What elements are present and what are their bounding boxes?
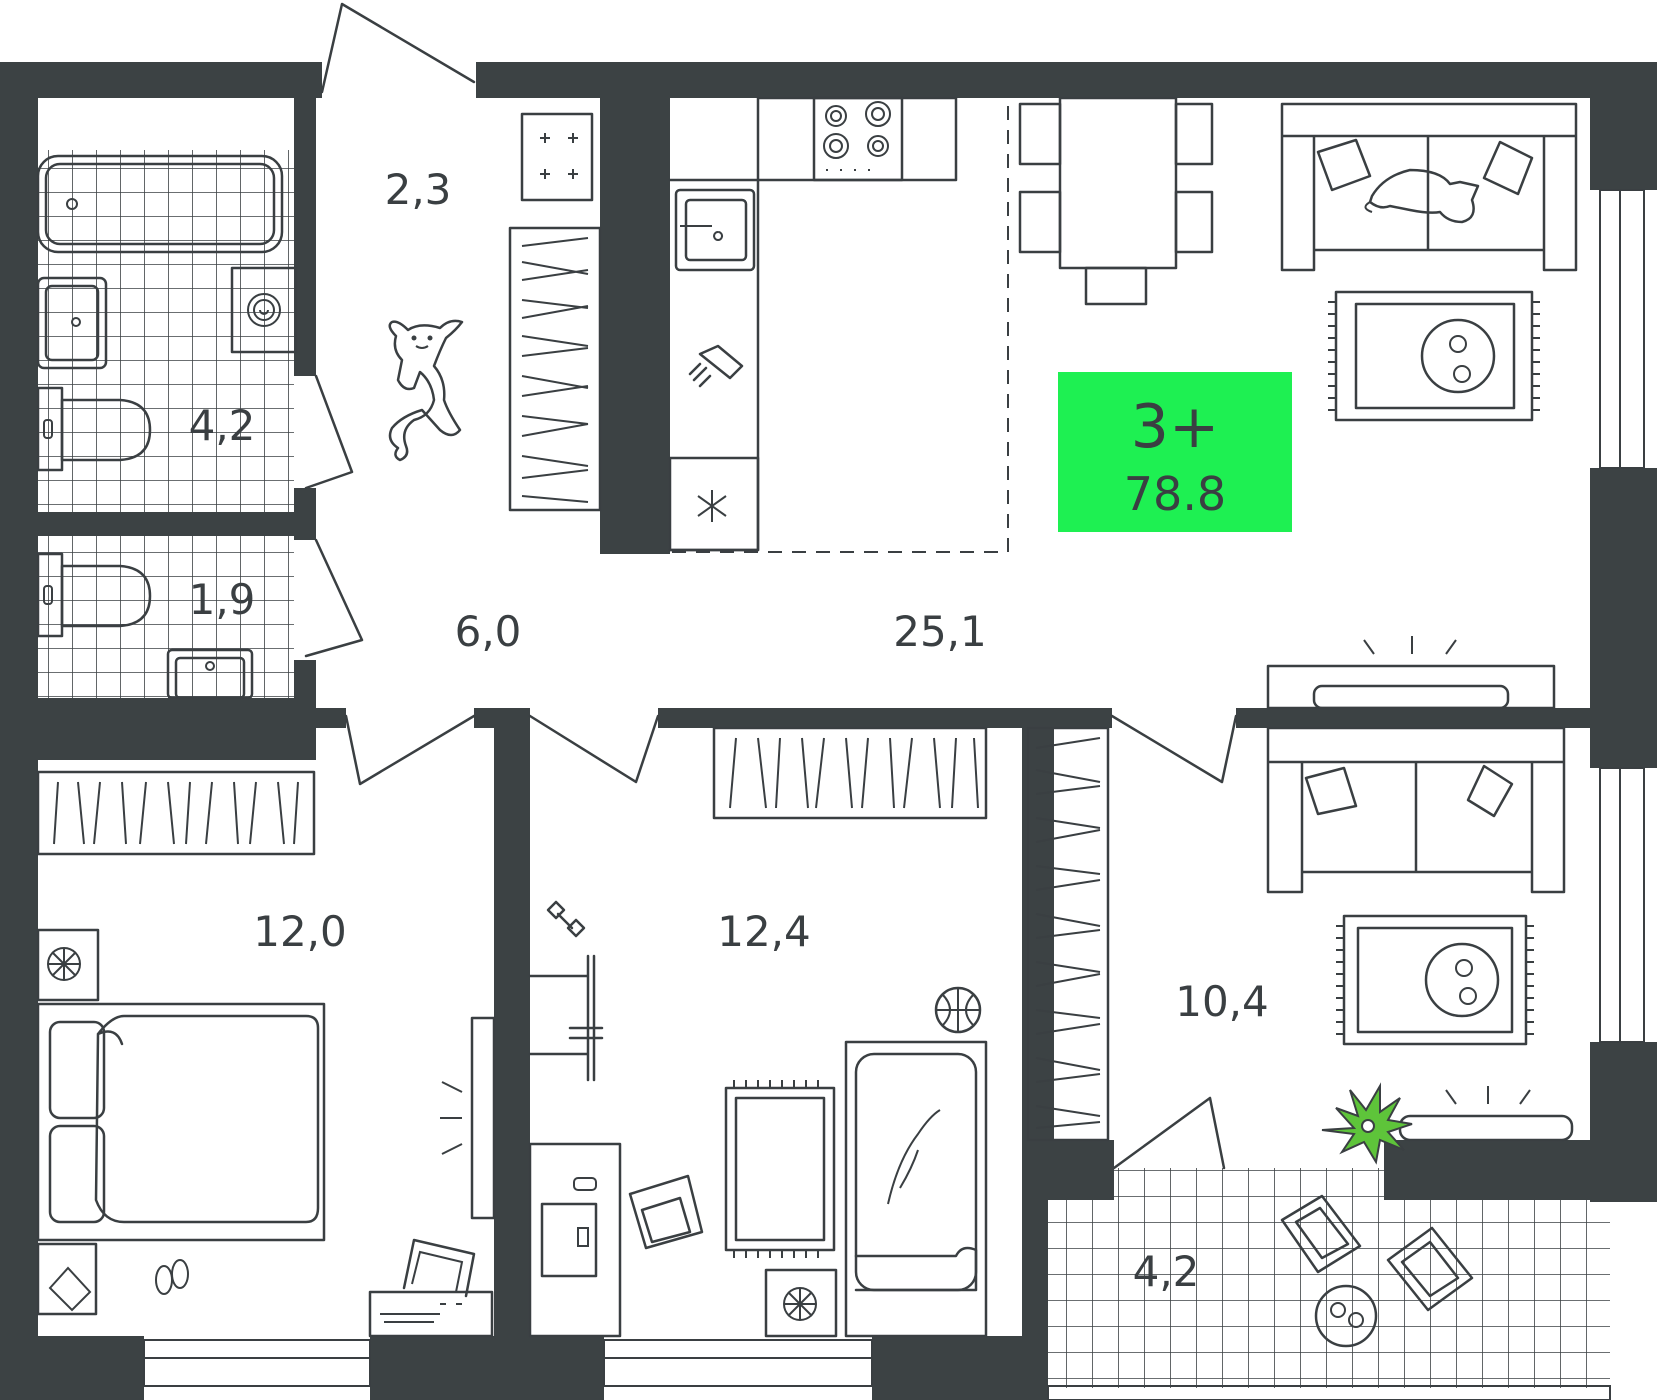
bed-icon <box>844 1040 988 1338</box>
nightstand-icon <box>36 928 100 1002</box>
area-badge: 3+ 78.8 <box>1058 372 1292 532</box>
desk-icon <box>528 1142 622 1338</box>
doors <box>304 2 1238 1170</box>
rug-icon <box>724 1080 836 1258</box>
rug-icon <box>1336 914 1534 1046</box>
wardrobe-icon <box>36 770 316 856</box>
sofa-icon <box>1280 102 1578 272</box>
room-label-wc: 1,9 <box>189 575 256 624</box>
tv-icon <box>440 1016 496 1220</box>
sink-icon <box>36 276 108 370</box>
shoe-cabinet-icon <box>520 112 594 202</box>
sink-icon <box>674 188 756 272</box>
toilet-icon <box>36 386 152 472</box>
armchair-icon <box>1386 1226 1474 1312</box>
nightstand-icon <box>764 1268 838 1338</box>
bed-icon <box>36 1002 326 1242</box>
washing-machine-icon <box>230 266 298 354</box>
nightstand-icon <box>36 1242 98 1316</box>
bathtub-icon <box>36 154 284 254</box>
tiled-floors <box>38 150 1610 1388</box>
dining-table-icon <box>1018 96 1214 306</box>
walls <box>0 62 1657 1400</box>
badge-area: 78.8 <box>1124 467 1226 521</box>
windows <box>143 189 1645 1400</box>
ball-icon <box>934 986 982 1034</box>
fridge-icon <box>668 456 760 552</box>
area-badge-background <box>1058 372 1292 532</box>
tv-icon <box>1398 1086 1574 1142</box>
plant-icon <box>1321 1082 1413 1165</box>
room-labels: 2,3 4,2 1,9 6,0 25,1 12,0 12,4 10,4 4,2 <box>189 165 1269 1296</box>
sofa-icon <box>1266 726 1566 894</box>
desk-icon <box>368 1238 494 1338</box>
coffee-table-icon <box>1314 1284 1378 1348</box>
kitchen-zone-boundary <box>670 106 1009 553</box>
room-label-vestibule: 2,3 <box>385 165 452 214</box>
toilet-icon <box>36 552 152 638</box>
wardrobe-icon <box>508 226 602 512</box>
sink-icon <box>166 648 254 700</box>
tv-icon <box>1266 636 1556 710</box>
dumbbell-icon <box>546 900 586 938</box>
rug-icon <box>1328 290 1540 422</box>
badge-rooms: 3+ <box>1131 392 1219 462</box>
room-label-hall: 6,0 <box>455 607 522 656</box>
room-label-bedroom-2: 12,4 <box>717 907 811 956</box>
wardrobe-icon <box>1026 726 1110 1142</box>
armchair-icon <box>1280 1194 1362 1274</box>
exercise-bench-icon <box>528 954 604 1082</box>
room-label-balcony: 4,2 <box>1133 1247 1200 1296</box>
cat-icon <box>1364 168 1480 224</box>
room-label-bathroom: 4,2 <box>189 401 256 450</box>
stove-icon <box>812 96 904 182</box>
room-label-kitchen-living: 25,1 <box>893 607 987 656</box>
dog-icon <box>388 319 464 462</box>
cutting-board-icon <box>688 344 744 388</box>
room-label-bedroom-3: 10,4 <box>1175 977 1269 1026</box>
wardrobe-icon <box>712 726 988 820</box>
armchair-icon <box>628 1174 704 1250</box>
slippers-icon <box>155 1259 189 1295</box>
room-label-bedroom-1: 12,0 <box>253 907 347 956</box>
